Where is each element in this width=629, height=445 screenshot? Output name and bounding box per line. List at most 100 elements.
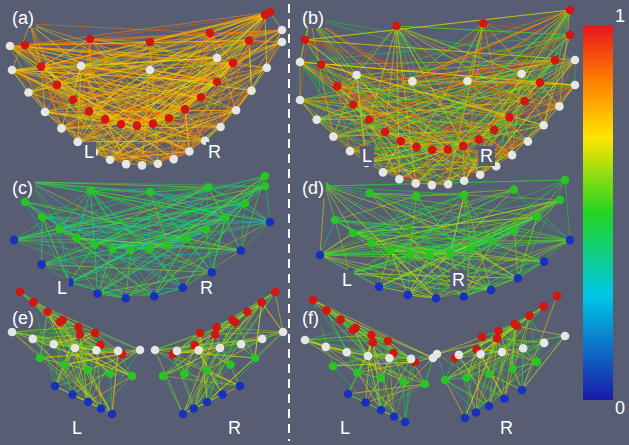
brain-region-node	[261, 182, 270, 191]
brain-region-node	[136, 346, 145, 355]
brain-region-node	[84, 398, 93, 407]
colorbar-tick: 0	[613, 398, 627, 418]
network-link	[212, 218, 226, 273]
brain-region-node	[60, 361, 69, 370]
network-link	[467, 343, 545, 378]
network-link	[497, 306, 543, 338]
network-link	[381, 358, 433, 410]
brain-region-node	[212, 323, 221, 332]
network-link	[150, 70, 201, 97]
network-link	[333, 366, 366, 403]
brain-region-node	[508, 151, 517, 160]
network-link	[436, 278, 518, 298]
network-link	[158, 91, 252, 164]
network-link	[335, 220, 493, 241]
network-link	[12, 332, 118, 351]
network-link	[471, 180, 565, 249]
brain-region-node	[331, 216, 340, 225]
network-link	[381, 359, 411, 410]
brain-region-node	[50, 340, 59, 349]
network-link	[70, 282, 126, 298]
brain-region-node	[459, 142, 468, 151]
brain-region-node	[500, 394, 509, 403]
network-link	[40, 350, 140, 358]
network-link	[544, 85, 575, 125]
network-link	[59, 229, 94, 245]
brain-region-node	[296, 96, 305, 105]
brain-region-node	[181, 105, 190, 114]
network-link	[379, 287, 436, 299]
brain-region-node	[74, 323, 83, 332]
brain-region-node	[122, 294, 131, 303]
network-link	[445, 306, 544, 380]
network-link	[481, 316, 530, 354]
network-link	[513, 324, 515, 369]
network-link	[195, 292, 275, 345]
brain-region-node	[344, 390, 353, 399]
network-link	[370, 193, 493, 241]
brain-region-node	[36, 354, 45, 363]
brain-region-node	[411, 179, 420, 188]
brain-region-node	[266, 8, 275, 17]
hemisphere-label: L	[82, 142, 96, 162]
brain-region-node	[202, 225, 211, 234]
brain-region-node	[245, 36, 254, 45]
brain-region-node	[364, 352, 373, 361]
brain-region-node	[236, 382, 245, 391]
brain-region-node	[367, 239, 376, 248]
brain-region-node	[514, 274, 523, 283]
brain-region-node	[533, 358, 542, 367]
brain-region-node	[329, 132, 338, 141]
brain-region-node	[322, 306, 331, 315]
network-link	[105, 42, 282, 119]
brain-region-node	[185, 147, 194, 156]
network-link	[215, 302, 261, 334]
network-link	[383, 10, 570, 172]
network-link	[30, 24, 189, 152]
network-link	[149, 218, 225, 250]
network-link	[177, 292, 275, 351]
network-link	[494, 106, 559, 129]
network-link	[265, 15, 267, 68]
network-link	[42, 217, 241, 251]
network-link	[33, 339, 73, 395]
network-link	[448, 81, 467, 184]
brain-region-node	[106, 155, 115, 164]
network-link	[401, 125, 544, 141]
network-link	[212, 218, 226, 273]
brain-region-node	[352, 71, 361, 80]
brain-region-node	[561, 176, 570, 185]
network-link	[89, 12, 270, 111]
network-link	[300, 62, 494, 130]
brain-region-node	[460, 191, 469, 200]
brain-region-node	[336, 316, 345, 325]
network-link	[55, 374, 111, 386]
network-link	[185, 109, 189, 151]
network-link	[335, 220, 570, 240]
brain-region-node	[461, 414, 470, 423]
network-link	[220, 292, 275, 348]
network-link	[313, 300, 394, 417]
network-link	[101, 350, 140, 409]
network-link	[45, 112, 110, 160]
network-link	[183, 176, 265, 288]
brain-region-node	[57, 124, 66, 133]
brain-region-node	[404, 291, 413, 300]
network-link	[310, 18, 555, 60]
hemisphere-label: R	[498, 418, 515, 438]
brain-region-node	[204, 183, 213, 192]
network-link	[335, 220, 544, 262]
panel-label: (a)	[10, 8, 36, 28]
network-link	[42, 217, 70, 283]
brain-region-node	[207, 268, 216, 277]
network-link	[25, 45, 73, 100]
network-link	[522, 336, 565, 390]
brain-region-node	[375, 282, 384, 291]
brain-region-node	[390, 412, 399, 421]
network-link	[185, 109, 189, 151]
brain-region-node	[127, 246, 136, 255]
network-link	[513, 324, 515, 369]
network-link	[41, 217, 42, 265]
network-link	[41, 217, 42, 265]
brain-region-node	[513, 322, 522, 331]
